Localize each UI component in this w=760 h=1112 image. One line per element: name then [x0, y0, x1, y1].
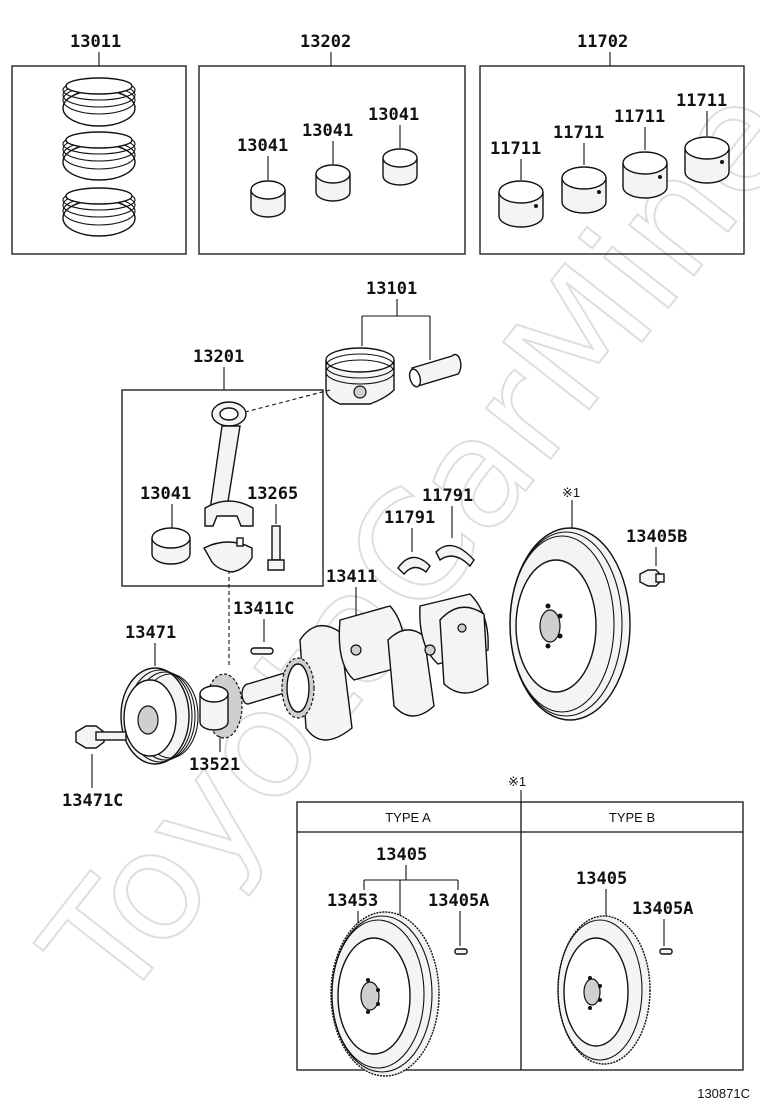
label-type-a-13453[interactable]: 13453 — [327, 891, 378, 911]
label-11791-b[interactable]: 11791 — [422, 486, 473, 506]
crankshaft-pulley[interactable] — [120, 667, 199, 765]
label-13411[interactable]: 13411 — [326, 567, 377, 587]
label-13405b[interactable]: 13405B — [626, 527, 687, 547]
connecting-rod-cap[interactable] — [203, 537, 253, 573]
box-conrod — [121, 389, 324, 587]
label-11711-c[interactable]: 11711 — [614, 107, 665, 127]
label-11711-d[interactable]: 11711 — [676, 91, 727, 111]
label-13101[interactable]: 13101 — [366, 279, 417, 299]
crankshaft[interactable] — [241, 593, 489, 741]
thrust-washer-a[interactable] — [397, 556, 431, 576]
label-13521[interactable]: 13521 — [189, 755, 240, 775]
label-13041-c[interactable]: 13041 — [368, 105, 419, 125]
type-b-pin[interactable] — [659, 948, 673, 955]
label-13041-a[interactable]: 13041 — [237, 136, 288, 156]
connecting-rod[interactable] — [204, 401, 254, 527]
flywheel-bolt[interactable] — [639, 569, 665, 587]
crankshaft-key[interactable] — [250, 647, 274, 655]
label-13041-rod[interactable]: 13041 — [140, 484, 191, 504]
conrod-bearing-shell[interactable] — [151, 527, 191, 565]
conrod-bearing-shell-b[interactable] — [315, 164, 351, 202]
thrust-washer-b[interactable] — [435, 544, 475, 568]
label-13411c[interactable]: 13411C — [233, 599, 294, 619]
conrod-bolt[interactable] — [267, 525, 285, 571]
label-type-a-13405[interactable]: 13405 — [376, 845, 427, 865]
label-13471c[interactable]: 13471C — [62, 791, 123, 811]
box-main-bearings — [479, 65, 745, 255]
label-11711-a[interactable]: 11711 — [490, 139, 541, 159]
conrod-bearing-shell-c[interactable] — [382, 148, 418, 186]
label-13202[interactable]: 13202 — [300, 32, 351, 52]
label-types-ref[interactable]: ※1 — [508, 774, 526, 789]
label-13265[interactable]: 13265 — [247, 484, 298, 504]
label-11711-b[interactable]: 11711 — [553, 123, 604, 143]
label-11791-a[interactable]: 11791 — [384, 508, 435, 528]
figure-code: 130871C — [697, 1086, 750, 1101]
type-b-flywheel[interactable] — [557, 915, 651, 1065]
main-bearing-shell-b[interactable] — [561, 166, 607, 214]
piston-pin[interactable] — [408, 353, 462, 389]
type-b-header: TYPE B — [609, 810, 655, 825]
piston-ring-set[interactable] — [62, 77, 136, 237]
label-11702[interactable]: 11702 — [577, 32, 628, 52]
label-type-b-13405a[interactable]: 13405A — [632, 899, 693, 919]
crankshaft-timing-sprocket[interactable] — [281, 657, 315, 719]
label-13041-b[interactable]: 13041 — [302, 121, 353, 141]
label-13471[interactable]: 13471 — [125, 623, 176, 643]
label-13011[interactable]: 13011 — [70, 32, 121, 52]
main-bearing-shell-c[interactable] — [622, 151, 668, 199]
piston[interactable] — [325, 347, 395, 405]
types-table — [296, 801, 744, 1071]
label-type-b-13405[interactable]: 13405 — [576, 869, 627, 889]
label-13201[interactable]: 13201 — [193, 347, 244, 367]
crank-gear[interactable] — [199, 673, 243, 739]
type-a-flywheel[interactable] — [330, 911, 440, 1077]
type-a-pin[interactable] — [454, 948, 468, 955]
pulley-bolt[interactable] — [75, 725, 127, 749]
label-type-a-13405a[interactable]: 13405A — [428, 891, 489, 911]
conrod-bearing-shell-a[interactable] — [250, 180, 286, 218]
flywheel[interactable] — [509, 527, 631, 721]
box-conrod-bearings — [198, 65, 466, 255]
label-flywheel-ref[interactable]: ※1 — [562, 485, 580, 500]
type-a-header: TYPE A — [385, 810, 431, 825]
main-bearing-shell-d[interactable] — [684, 136, 730, 184]
main-bearing-shell-a[interactable] — [498, 180, 544, 228]
